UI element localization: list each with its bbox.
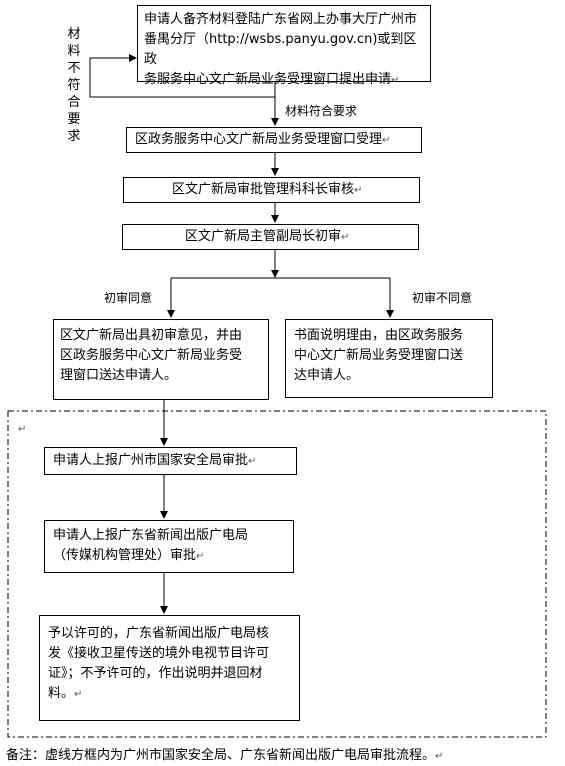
footnote: 备注：虚线方框内为广州市国家安全局、广东省新闻出版广电局审批流程。↵ <box>6 748 444 763</box>
step-reject-result: 书面说明理由，由区政务服务 中心文广新局业务受理窗口送 达申请人。 <box>285 319 493 398</box>
step-provincial-bureau-text: 申请人上报广东省新闻出版广电局 （传媒机构管理处）审批 <box>53 528 249 563</box>
step-apply: 申请人备齐材料登陆广东省网上办事大厅广州市 番禺分厅（http://wsbs.p… <box>137 5 431 87</box>
return-label-char: 料 <box>67 44 81 59</box>
label-approved: 初审同意 <box>104 291 153 305</box>
step-approve-result-text: 区文广新局出具初审意见，并由 区政务服务中心文广新局业务受 理窗口送达申请人。 <box>60 328 243 383</box>
step-apply-text: 申请人备齐材料登陆广东省网上办事大厅广州市 番禺分厅（http://wsbs.p… <box>144 12 418 87</box>
step-reject-result-text: 书面说明理由，由区政务服务 中心文广新局业务受理窗口送 达申请人。 <box>294 328 464 383</box>
return-label-char: 要 <box>67 112 81 127</box>
step-approve-result: 区文广新局出具初审意见，并由 区政务服务中心文广新局业务受 理窗口送达申请人。 <box>53 319 269 400</box>
return-label-char: 合 <box>67 95 81 110</box>
return-label-char: 符 <box>67 78 81 93</box>
return-loop-line <box>89 54 275 98</box>
step-deputy-director: 区文广新局主管副局长初审↵ <box>122 224 419 250</box>
step-accept: 区政务服务中心文广新局业务受理窗口受理↵ <box>126 127 422 153</box>
step-deputy-director-text: 区文广新局主管副局长初审 <box>185 229 342 244</box>
step-final-decision-text: 予以许可的，广东省新闻出版广电局核 发《接收卫星传送的境外电视节目许可 证》；不… <box>48 626 270 701</box>
step-state-security-text: 申请人上报广州市国家安全局审批 <box>53 453 249 468</box>
return-label-char: 求 <box>67 129 81 144</box>
step-state-security: 申请人上报广州市国家安全局审批↵ <box>44 447 297 475</box>
return-label-char: 不 <box>67 61 81 76</box>
dashed-region <box>7 410 547 738</box>
footnote-text: 备注：虚线方框内为广州市国家安全局、广东省新闻出版广电局审批流程。 <box>6 748 436 763</box>
return-label-char: 材 <box>67 27 81 42</box>
label-not-approved: 初审不同意 <box>412 291 473 305</box>
step-section-chief-text: 区文广新局审批管理科科长审核 <box>172 182 355 197</box>
step-accept-text: 区政务服务中心文广新局业务受理窗口受理 <box>135 132 383 147</box>
return-label: 材料不符合要求 <box>66 26 82 145</box>
label-meets-requirements: 材料符合要求 <box>285 104 358 118</box>
step-section-chief: 区文广新局审批管理科科长审核↵ <box>123 177 420 203</box>
step-final-decision: 予以许可的，广东省新闻出版广电局核 发《接收卫星传送的境外电视节目许可 证》；不… <box>39 615 300 721</box>
region-para-mark: ↵ <box>18 424 27 435</box>
step-provincial-bureau: 申请人上报广东省新闻出版广电局 （传媒机构管理处）审批↵ <box>44 520 294 573</box>
